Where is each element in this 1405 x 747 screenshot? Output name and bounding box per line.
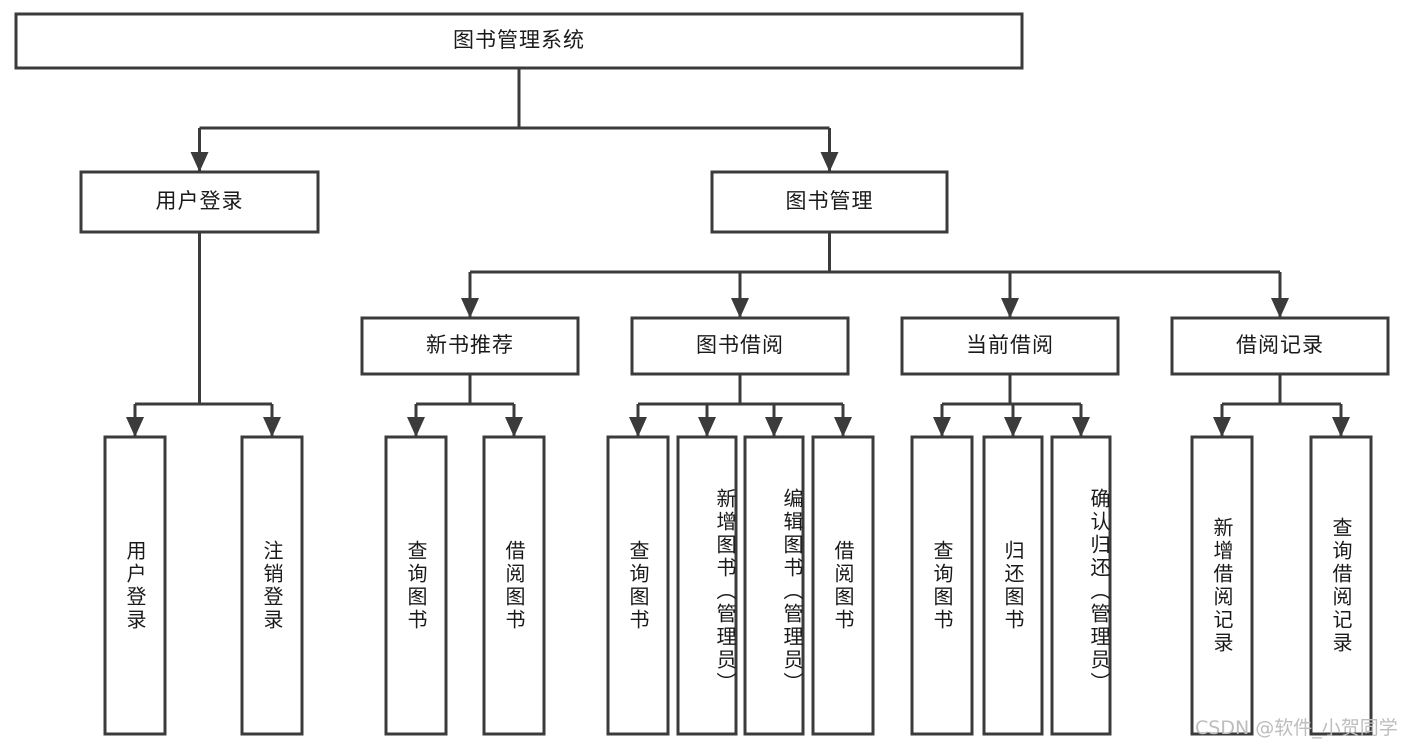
leaf-box-leaf-query-book-borrow[interactable] (606, 435, 670, 736)
edge-group (126, 68, 1350, 437)
leaf-box-leaf-user-logout[interactable] (240, 435, 304, 736)
node-box-new-book-recommend[interactable] (360, 316, 580, 376)
arrow-head-icon (629, 417, 647, 437)
arrow-head-icon (126, 417, 144, 437)
csdn-watermark: CSDN @软件_小贺同学 (1195, 717, 1398, 739)
leaf-box-leaf-add-borrow-record[interactable] (1190, 435, 1254, 736)
arrow-head-icon (1001, 298, 1019, 318)
arrow-head-icon (731, 298, 749, 318)
leaf-box-leaf-query-book-recommend[interactable] (384, 435, 448, 736)
box-group (14, 12, 1390, 736)
node-box-book-borrow[interactable] (630, 316, 850, 376)
arrow-head-icon (1332, 417, 1350, 437)
arrow-head-icon (505, 417, 523, 437)
leaf-box-leaf-query-book-current[interactable] (910, 435, 974, 736)
leaf-box-leaf-user-login[interactable] (103, 435, 167, 736)
node-box-user-login[interactable] (79, 170, 320, 234)
leaf-box-leaf-return-book[interactable] (982, 435, 1044, 736)
arrow-head-icon (190, 152, 209, 172)
leaf-box-leaf-query-borrow-record[interactable] (1309, 435, 1373, 736)
node-box-borrow-record[interactable] (1170, 316, 1390, 376)
node-box-root[interactable] (14, 12, 1024, 70)
arrow-head-icon (1271, 298, 1289, 318)
arrow-head-icon (933, 417, 951, 437)
node-box-current-borrow[interactable] (900, 316, 1120, 376)
arrow-head-icon (698, 417, 716, 437)
leaf-box-leaf-edit-book-admin[interactable] (743, 435, 805, 736)
arrow-head-icon (461, 298, 479, 318)
leaf-box-leaf-borrow-book-recommend[interactable] (482, 435, 546, 736)
leaf-box-leaf-add-book-admin[interactable] (676, 435, 738, 736)
arrow-head-icon (1004, 417, 1022, 437)
arrow-head-icon (834, 417, 852, 437)
leaf-box-leaf-borrow-book-borrow[interactable] (811, 435, 875, 736)
node-box-book-management[interactable] (710, 170, 949, 234)
arrow-head-icon (1072, 417, 1090, 437)
arrow-head-icon (820, 152, 839, 172)
arrow-head-icon (407, 417, 425, 437)
arrow-head-icon (765, 417, 783, 437)
arrow-head-icon (1213, 417, 1231, 437)
leaf-box-leaf-confirm-return-admin[interactable] (1050, 435, 1112, 736)
arrow-head-icon (263, 417, 281, 437)
